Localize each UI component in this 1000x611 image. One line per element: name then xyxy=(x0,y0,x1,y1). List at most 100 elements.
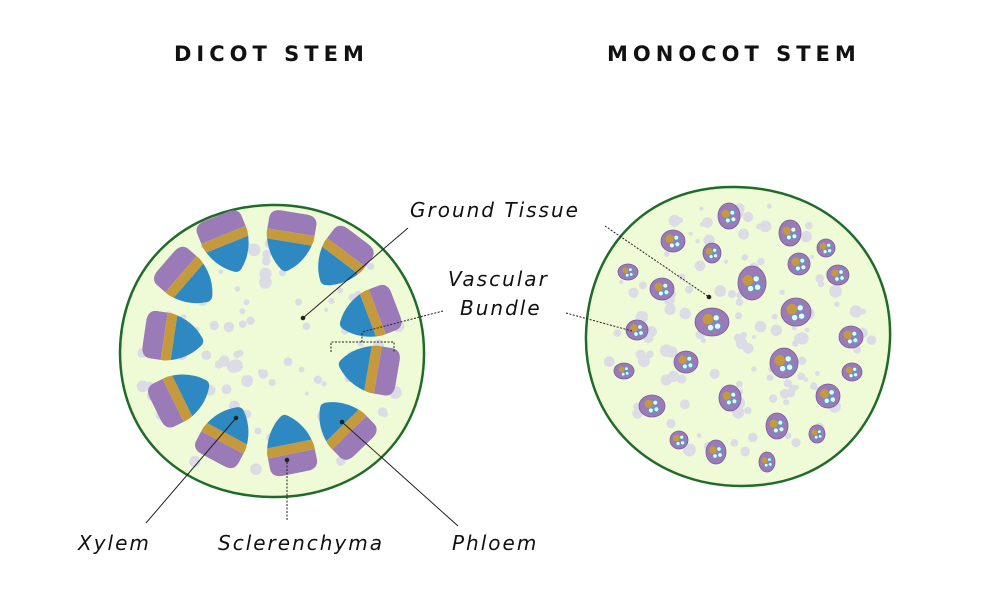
sclerenchyma xyxy=(260,438,319,460)
ground-tissue-leader xyxy=(302,227,409,319)
xylem-vessel xyxy=(730,216,737,223)
ground-cell xyxy=(294,298,303,306)
phloem xyxy=(322,222,378,271)
xylem-vessel xyxy=(790,226,797,233)
ground-cell xyxy=(751,366,757,372)
ground-cell xyxy=(324,307,329,312)
ground-cell xyxy=(613,329,622,338)
ground-cell xyxy=(791,437,801,448)
ground-cell xyxy=(660,344,673,357)
ground-cell xyxy=(663,251,670,258)
xylem-vessel xyxy=(730,391,737,398)
phloem-patch xyxy=(618,366,625,373)
xylem-vessel xyxy=(682,363,688,370)
ground-cell xyxy=(757,257,765,266)
monocot-title: MONOCOT STEM xyxy=(607,42,861,66)
xylem-vessel xyxy=(726,399,732,406)
ground-cell xyxy=(247,243,261,257)
vascular-bundle xyxy=(826,264,850,286)
ground-cell xyxy=(223,321,235,333)
ground-cell xyxy=(733,333,742,342)
xylem-vessel xyxy=(800,264,807,271)
phloem-leader xyxy=(341,421,459,527)
ground-cell xyxy=(783,379,792,388)
ground-cell xyxy=(257,369,263,374)
ground-cell xyxy=(779,289,785,295)
phloem-patch xyxy=(722,391,731,400)
ground-cell xyxy=(744,406,752,415)
phloem-patch xyxy=(819,389,829,399)
ground-cell xyxy=(810,254,815,259)
phloem-patch xyxy=(622,267,629,274)
phloem-patch xyxy=(774,354,786,366)
ground-cell xyxy=(766,203,772,209)
xylem-vessel xyxy=(784,355,792,363)
ground-cell xyxy=(366,262,375,270)
ground-cell xyxy=(814,371,820,377)
ground-cell xyxy=(628,287,639,298)
ground-cell xyxy=(189,455,201,468)
xylem-leader-dot xyxy=(233,415,239,421)
vascular-bundle xyxy=(816,238,836,258)
xylem-vessel xyxy=(826,242,832,248)
vascular-bundle xyxy=(625,319,649,341)
ground-cell xyxy=(735,312,743,320)
phloem-patch xyxy=(761,457,768,464)
xylem-vessel xyxy=(716,446,722,452)
vascular-bundle xyxy=(841,362,863,382)
vascular-bundle xyxy=(765,412,789,440)
xylem-vessel xyxy=(834,276,840,282)
ground-cell xyxy=(669,303,675,309)
vascular-bundle-label-line2: Bundle xyxy=(460,296,542,320)
xylem-vessel xyxy=(798,312,806,320)
ground-cell xyxy=(313,375,323,384)
ground-cell xyxy=(709,368,720,379)
phloem-patch xyxy=(843,330,852,339)
ground-cell xyxy=(381,411,389,418)
ground-cell xyxy=(804,327,810,333)
ground-cell xyxy=(685,285,694,294)
ground-cell xyxy=(619,279,624,285)
vascular-bundle xyxy=(815,383,841,409)
ground-cell xyxy=(700,338,706,344)
ground-cell xyxy=(735,380,743,388)
ground-cell xyxy=(742,342,754,354)
ground-cell xyxy=(136,380,149,393)
phloem-patch xyxy=(644,399,653,408)
ground-cell xyxy=(259,267,272,280)
ground-cell xyxy=(771,313,778,320)
xylem-vessel xyxy=(707,324,715,332)
phloem-patch xyxy=(702,313,714,325)
vascular-bundle xyxy=(778,219,802,247)
phloem xyxy=(191,428,249,472)
xylem-vessel xyxy=(708,254,714,259)
xylem-vessel xyxy=(673,234,680,241)
vascular-bundle xyxy=(808,424,826,444)
xylem-label: Xylem xyxy=(78,531,151,555)
ground-cell xyxy=(738,228,749,240)
ground-cell xyxy=(250,463,262,476)
dicot-stem-cross-section xyxy=(118,203,426,499)
xylem-vessel xyxy=(663,289,670,296)
ground-cell xyxy=(221,384,232,395)
xylem-vessel xyxy=(712,453,718,459)
ground-cell xyxy=(603,356,615,368)
xylem-vessel xyxy=(629,272,634,277)
xylem-vessel xyxy=(662,282,669,289)
xylem-vessel xyxy=(725,217,731,224)
ground-cell xyxy=(233,350,241,359)
sclerenchyma xyxy=(195,419,254,457)
ground-cell xyxy=(683,443,696,457)
ground-cell xyxy=(751,334,757,339)
ground-cell xyxy=(337,287,344,294)
vascular-bundle xyxy=(705,439,727,465)
xylem-leader xyxy=(145,417,237,524)
xylem-vessel xyxy=(729,209,736,216)
ground-cell xyxy=(740,446,751,457)
xylem-vessel xyxy=(822,249,828,254)
ground-cell xyxy=(679,399,690,410)
vascular-bundle-leader-monocot xyxy=(565,312,633,332)
ground-tissue-leader-dot xyxy=(300,315,306,321)
vascular-bundle xyxy=(769,347,799,379)
